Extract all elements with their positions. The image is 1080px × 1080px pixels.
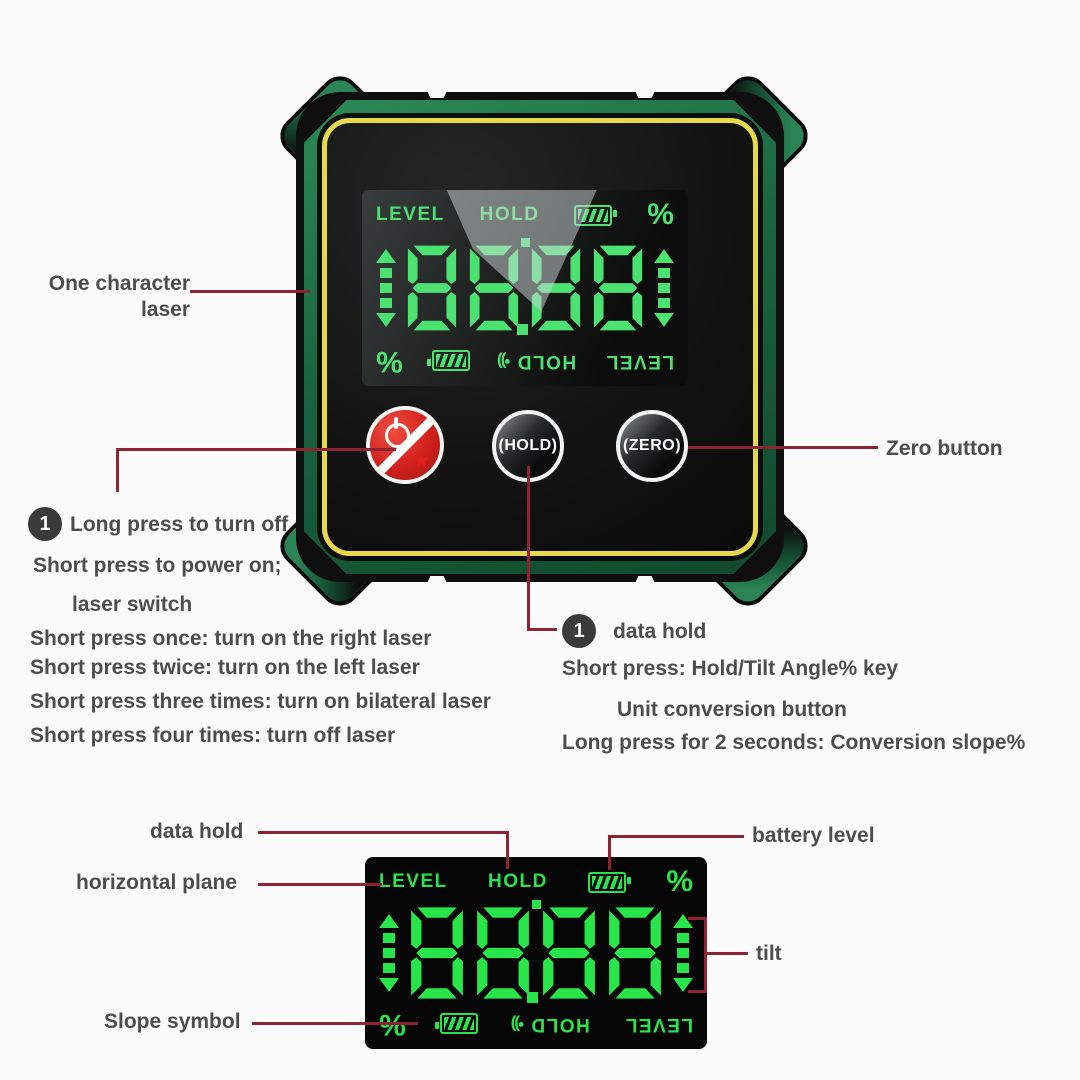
seven-segment-digit (477, 907, 529, 999)
label-laser-switch: laser switch (72, 593, 193, 616)
lcd-level-text-mirrored: LEVEL (605, 351, 674, 372)
label-laser: laser (140, 298, 190, 321)
leader-slope-symbol (252, 1022, 418, 1025)
label-long-press-2s: Long press for 2 seconds: Conversion slo… (562, 731, 1026, 754)
battery-icon (588, 871, 632, 893)
lcd-middle-row (376, 230, 674, 346)
lcd-level-text: LEVEL (376, 204, 445, 225)
tilt-bracket-top-tick (688, 917, 706, 920)
leader-horizontal-plane (258, 883, 382, 886)
label-data-hold: data hold (150, 820, 244, 843)
leader-zero-button (688, 446, 878, 449)
sound-waves-icon: •)) (499, 352, 511, 371)
lcd-bottom-row-mirrored: LEVEL HOLD •)) % (376, 345, 674, 378)
badge-1-hold: 1 (562, 614, 596, 648)
tilt-arrows-right-icon (654, 249, 674, 327)
edge-notch (423, 83, 451, 98)
decimal-point (527, 992, 539, 1003)
seven-segment-digit (469, 245, 519, 331)
power-icon-stem (394, 417, 398, 429)
label-slope-symbol: Slope symbol (104, 1010, 241, 1033)
tilt-bracket-bottom-tick (688, 990, 706, 993)
label-one-character: One character (48, 272, 190, 295)
lcd-level-text: LEVEL (379, 871, 448, 892)
leader-hold-button-h (527, 628, 557, 631)
tilt-arrows-left-icon (379, 914, 399, 992)
leader-power-button-v (116, 448, 119, 492)
lcd-middle-row (379, 897, 693, 1009)
leader-power-button-h (116, 448, 396, 451)
digital-level-device: LEVEL HOLD % (272, 68, 816, 614)
badge-1-power: 1 (28, 507, 62, 541)
tilt-arrows-left-icon (376, 249, 396, 327)
zero-button: (ZERO) (616, 410, 688, 482)
label-data-hold-title: data hold (613, 620, 707, 643)
laser-star-icon (413, 452, 430, 468)
battery-icon (431, 350, 470, 372)
label-short-press-once: Short press once: turn on the right lase… (30, 627, 432, 650)
lcd-hold-text-mirrored: HOLD (529, 1014, 590, 1035)
seven-segment-digit (411, 907, 463, 999)
leader-battery-v (608, 835, 611, 870)
decimal-point (516, 324, 528, 335)
battery-icon (440, 1013, 479, 1035)
slash-icon (373, 412, 439, 479)
leader-one-character-laser (190, 290, 310, 293)
lcd-level-text-mirrored: LEVEL (624, 1014, 693, 1035)
seven-segment-display (405, 238, 645, 336)
sound-waves-icon: •)) (512, 1015, 524, 1034)
leader-hold-button-v (527, 466, 530, 631)
leader-data-hold-v (506, 831, 509, 869)
seven-segment-digit (543, 907, 595, 999)
percent-icon: % (647, 198, 674, 231)
lcd-bottom-row-mirrored: LEVEL HOLD •)) % (379, 1008, 693, 1041)
seven-segment-digit (407, 245, 457, 331)
leader-battery-h (608, 835, 744, 838)
seven-segment-digit (531, 245, 581, 331)
label-short-press-three: Short press three times: turn on bilater… (30, 690, 491, 713)
label-one-character-laser: One character laser (36, 271, 190, 323)
degree-dot (532, 900, 542, 909)
label-battery-level: battery level (752, 824, 875, 847)
lcd-diagram-panel: LEVEL HOLD % LEVEL HOLD (365, 857, 707, 1049)
label-horizontal-plane: horizontal plane (76, 871, 238, 894)
percent-icon: % (666, 865, 693, 898)
edge-notch (423, 576, 451, 591)
leader-tilt (704, 952, 748, 955)
tilt-bracket-spine (704, 917, 707, 993)
label-zero-button: Zero button (886, 437, 1003, 460)
label-short-press-twice: Short press twice: turn on the left lase… (30, 656, 420, 679)
lcd-top-row: LEVEL HOLD % (379, 867, 693, 897)
label-short-press-power-on: Short press to power on; (33, 554, 282, 577)
seven-segment-digit (593, 245, 643, 331)
lcd-top-row: LEVEL HOLD % (376, 200, 674, 230)
degree-dot (521, 238, 531, 247)
tilt-arrows-right-icon (673, 914, 693, 992)
battery-icon (574, 204, 618, 226)
lcd-hold-text: HOLD (487, 871, 548, 892)
percent-icon: % (376, 345, 403, 378)
device-lcd: LEVEL HOLD % (362, 190, 688, 386)
edge-notch (631, 83, 659, 98)
lcd-hold-text-mirrored: HOLD (516, 351, 577, 372)
seven-segment-digit (609, 907, 661, 999)
edge-notch (631, 576, 659, 591)
label-short-press-four: Short press four times: turn off laser (30, 724, 396, 747)
leader-data-hold-h (258, 831, 509, 834)
label-unit-conversion: Unit conversion button (617, 698, 847, 721)
power-laser-button (366, 406, 444, 484)
seven-segment-display (408, 900, 664, 1004)
label-long-press-turn-off: Long press to turn off (70, 513, 289, 536)
lcd-hold-text: HOLD (479, 204, 540, 225)
label-short-press-hold-tilt: Short press: Hold/Tilt Angle% key (562, 657, 899, 680)
label-tilt: tilt (756, 942, 782, 965)
